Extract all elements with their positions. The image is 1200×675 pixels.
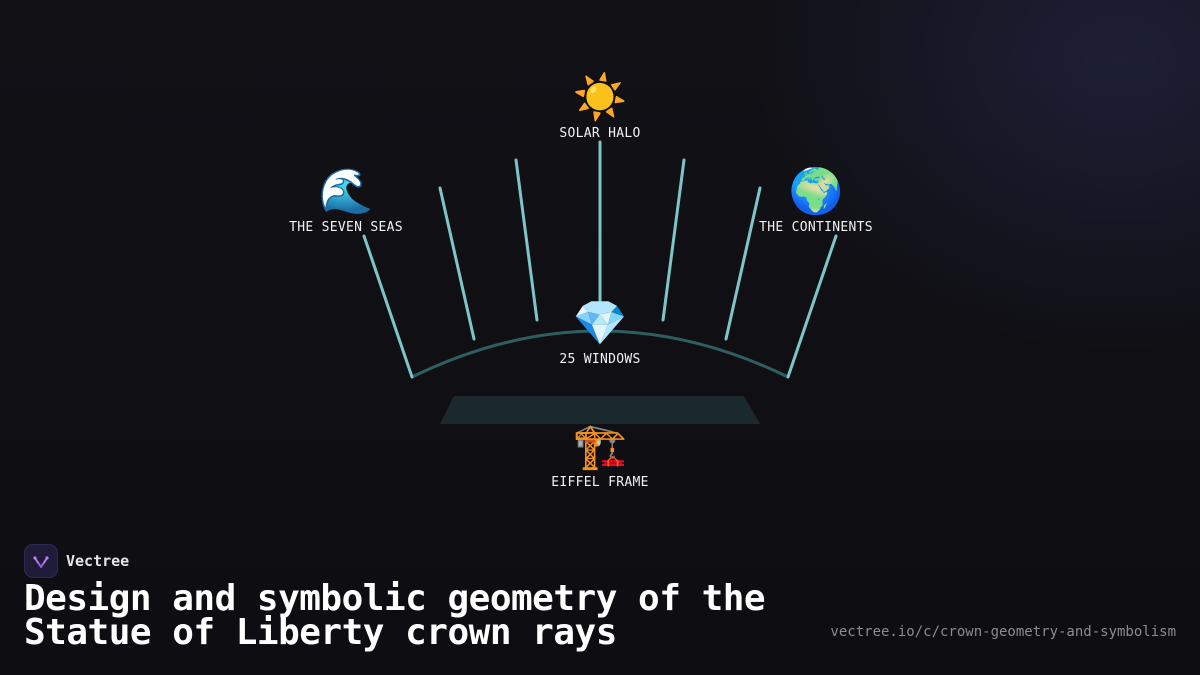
brand: Vectree — [24, 544, 129, 578]
globe-icon: 🌍 — [788, 166, 844, 217]
node-continents: 🌍 THE CONTINENTS — [759, 166, 873, 236]
page-title-line-2: Statue of Liberty crown rays — [24, 612, 617, 653]
construction-crane-icon: 🏗️ — [572, 421, 628, 472]
crown-base — [440, 396, 760, 424]
node-label-windows: 25 WINDOWS — [559, 352, 641, 367]
page-title: Design and symbolic geometry of the Stat… — [24, 578, 824, 653]
crown-ray-6 — [724, 186, 762, 341]
crown-arc — [411, 329, 789, 379]
node-label-solar-halo: SOLAR HALO — [559, 126, 641, 141]
vectree-logo-icon — [24, 544, 58, 578]
brand-name: Vectree — [66, 552, 130, 570]
node-windows: 💎 25 WINDOWS — [559, 298, 641, 368]
crown-rays — [362, 140, 838, 379]
node-seven-seas: 🌊 THE SEVEN SEAS — [289, 166, 403, 236]
crown-ray-7 — [786, 234, 838, 379]
node-solar-halo: ☀️ SOLAR HALO — [559, 72, 641, 142]
wave-icon: 🌊 — [318, 166, 374, 217]
page-title-line-1: Design and symbolic geometry of the — [24, 578, 766, 619]
node-label-continents: THE CONTINENTS — [759, 220, 873, 235]
node-label-eiffel-frame: EIFFEL FRAME — [551, 475, 649, 490]
crown-ray-5 — [661, 158, 686, 322]
node-label-seven-seas: THE SEVEN SEAS — [289, 220, 403, 235]
crown-ray-2 — [438, 186, 476, 341]
node-eiffel-frame: 🏗️ EIFFEL FRAME — [551, 421, 649, 491]
sun-icon: ☀️ — [572, 72, 628, 123]
source-url: vectree.io/c/crown-geometry-and-symbolis… — [830, 624, 1176, 640]
gem-icon: 💎 — [572, 298, 628, 349]
crown-ray-3 — [514, 158, 539, 322]
crown-ray-1 — [362, 234, 414, 379]
